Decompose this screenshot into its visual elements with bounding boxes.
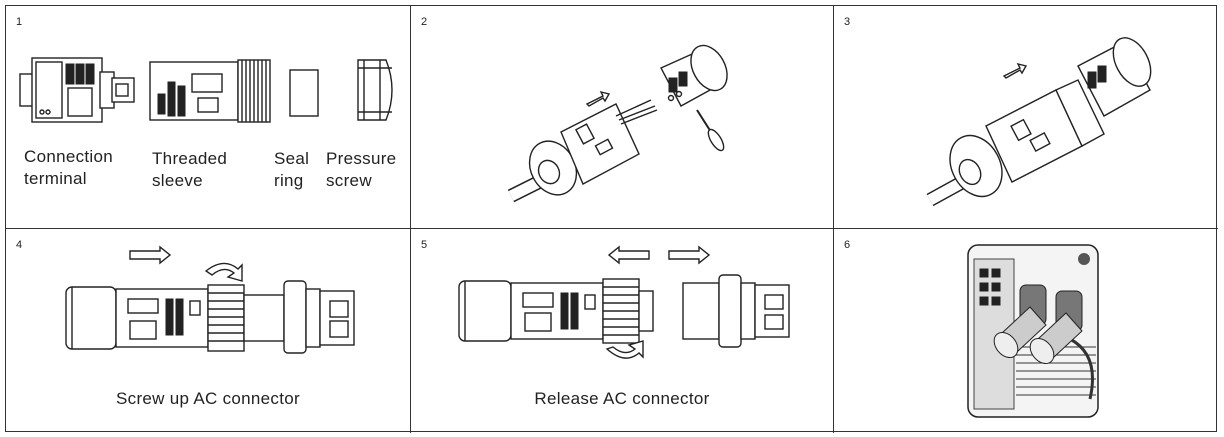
- panel-number: 2: [421, 16, 428, 28]
- panel-5: 5: [411, 229, 834, 433]
- panel-3: 3: [834, 6, 1218, 229]
- panel-2: 2: [411, 6, 834, 229]
- screw-up-illustration: [65, 245, 355, 354]
- seal-ring-drawing: [289, 69, 319, 117]
- connection-terminal-drawing: [1077, 37, 1152, 117]
- wire-insertion-illustration: [507, 44, 728, 203]
- panel-number: 5: [421, 239, 428, 251]
- panel-number: 4: [16, 239, 23, 251]
- connector-socket-drawing: [682, 274, 790, 348]
- pressure-screw-drawing: [357, 59, 393, 121]
- arrow-right-icon: [129, 245, 172, 265]
- pressure-screw-drawing: [949, 134, 1003, 198]
- screwdriver-drawing: [696, 109, 725, 152]
- connection-terminal-drawing: [660, 44, 728, 107]
- connector-plug-drawing: [458, 278, 654, 344]
- panel-1: 1: [6, 6, 411, 229]
- connection-terminal-drawing: [19, 57, 135, 123]
- panel-4: 4: [6, 229, 411, 433]
- assembly-illustration: [926, 37, 1152, 207]
- arrow-icon: [1002, 62, 1028, 79]
- instruction-grid: 1: [5, 5, 1218, 433]
- panel-number: 6: [844, 239, 851, 251]
- panel-caption: Release AC connector: [534, 389, 710, 408]
- arrow-icon: [585, 90, 611, 107]
- connector-parts-illustration: [19, 57, 393, 123]
- assembled-connector-drawing: [65, 280, 355, 354]
- panel-caption: Screw up AC connector: [116, 389, 300, 408]
- rotate-arrow-icon: [605, 340, 644, 359]
- installed-connector-photo: [967, 244, 1099, 418]
- arrow-right-icon: [668, 245, 711, 265]
- rotate-arrow-icon: [204, 262, 243, 282]
- panel-number: 1: [16, 16, 23, 28]
- panel-6: 6: [834, 229, 1218, 433]
- release-illustration: [458, 245, 790, 359]
- arrow-left-icon: [607, 245, 650, 265]
- installed-connector-2: [1029, 290, 1083, 365]
- installed-connector-1: [993, 284, 1047, 359]
- panel-number: 3: [844, 16, 851, 28]
- pressure-screw-drawing: [528, 140, 578, 196]
- threaded-sleeve-drawing: [149, 59, 271, 123]
